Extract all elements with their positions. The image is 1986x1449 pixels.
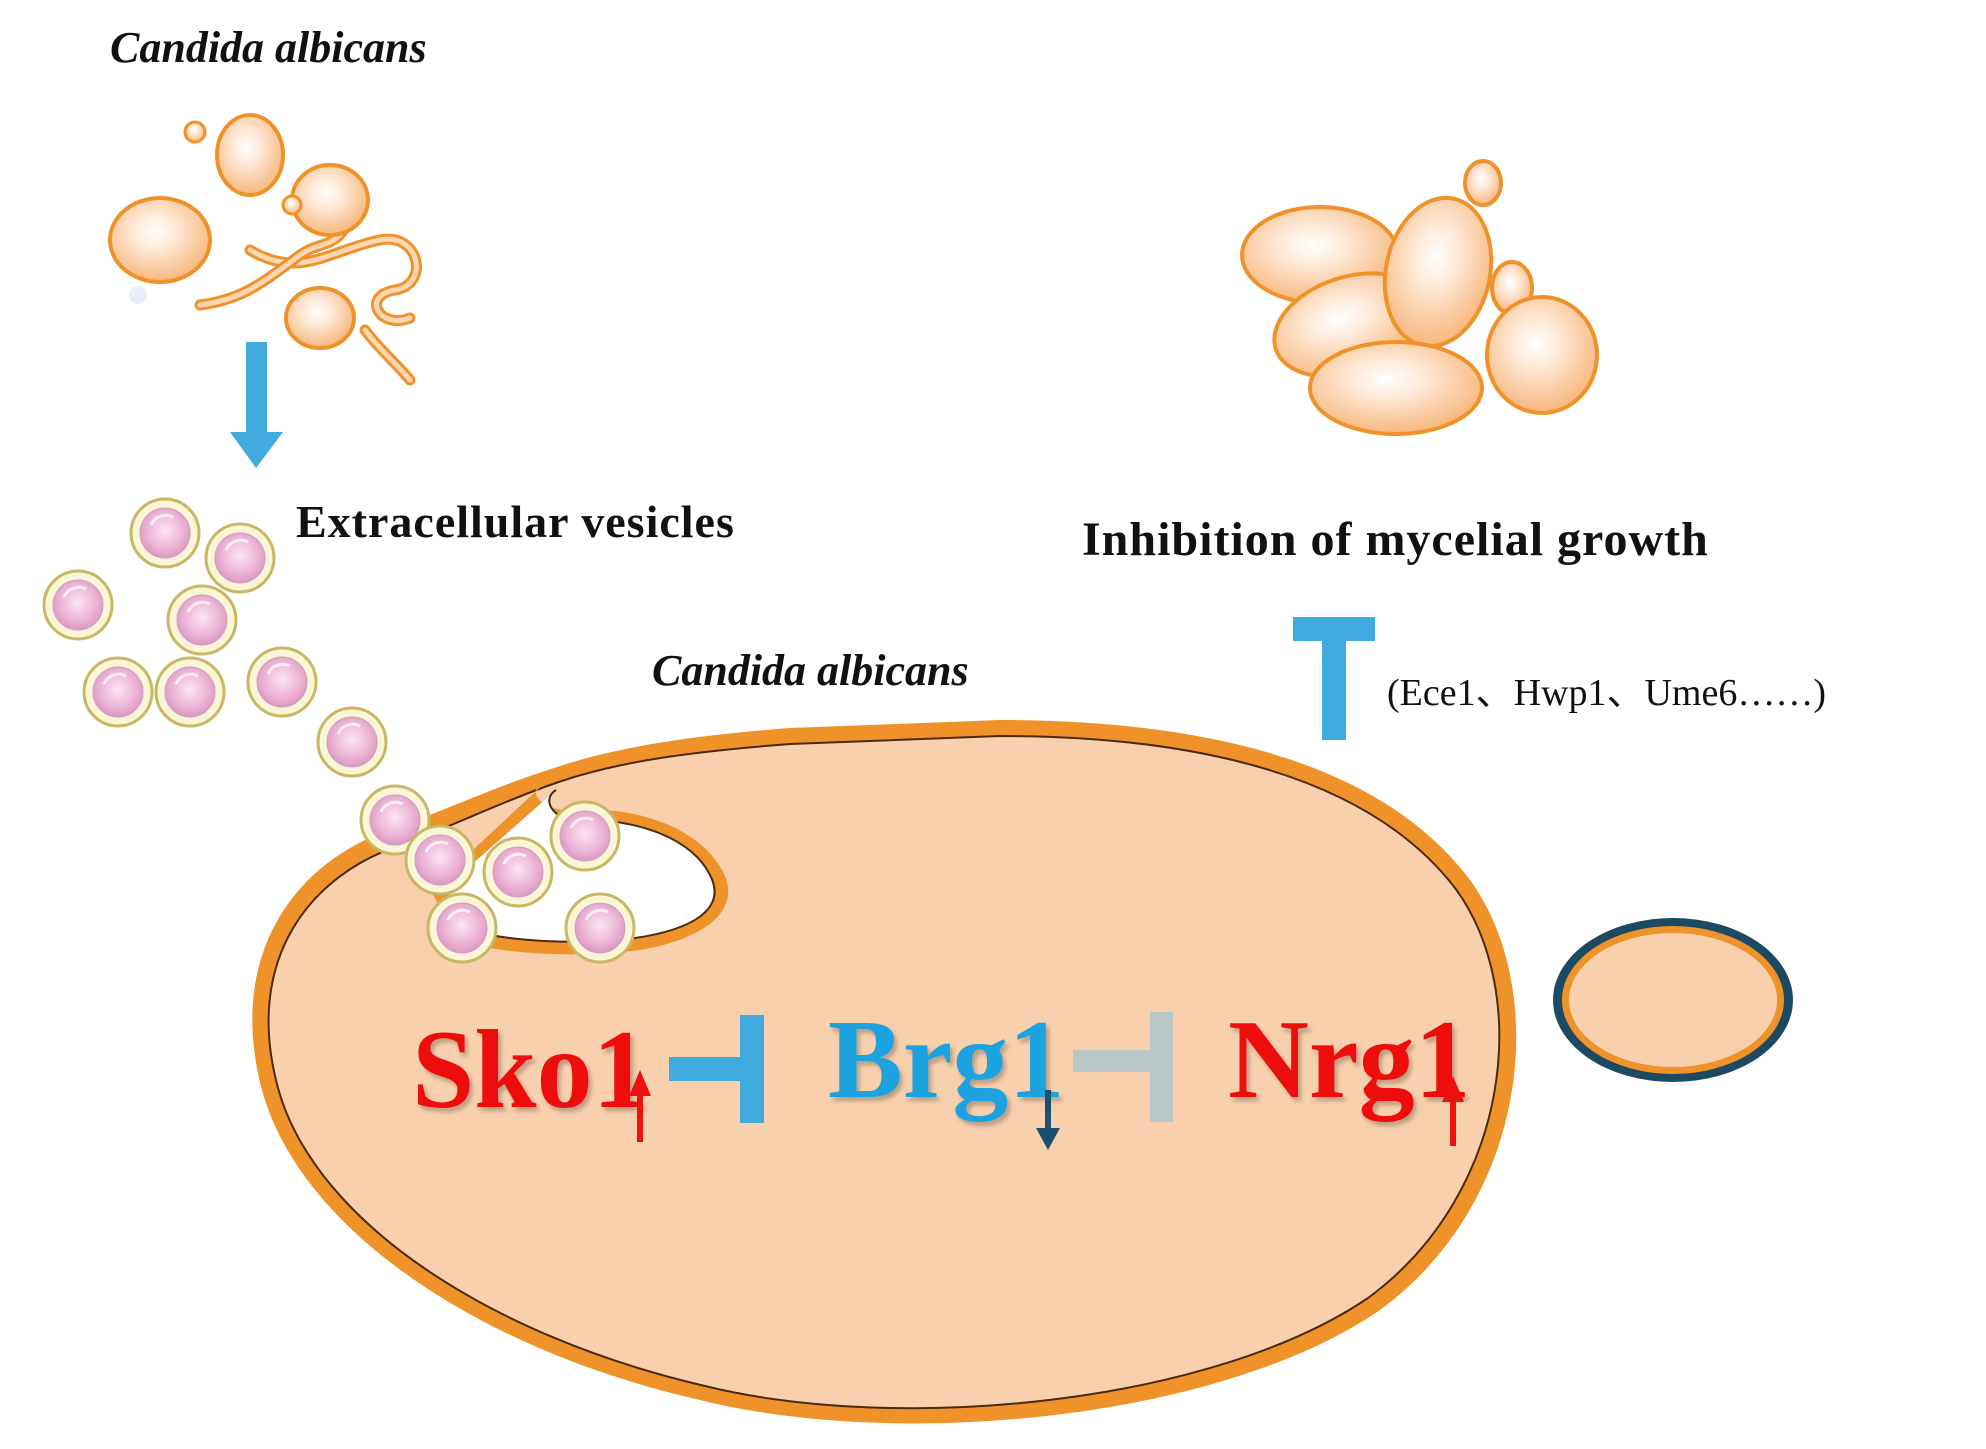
vesicle-icon [564,892,636,964]
vesicle-icon [316,706,388,778]
inhibit-growth-symbol [1293,617,1375,740]
gene-cascade: Sko1 Brg1 Nrg1 [412,998,1471,1132]
nrg1-gene: Nrg1 [1228,998,1471,1122]
vesicle-icon [204,522,276,594]
vesicle-icon [404,824,476,896]
brg1-inhibits-nrg1 [1073,1012,1173,1122]
candida-cell [252,720,1793,1424]
sko1-inhibits-brg1 [669,1015,764,1123]
vesicle-icon [129,497,201,569]
vesicle-icon [166,584,238,656]
brg1-down-arrow-icon [1036,1090,1060,1150]
vesicle-icon [482,836,554,908]
sko1-gene: Sko1 [412,1008,649,1132]
top-organism-label: Candida albicans [110,23,427,72]
vesicle-icon [42,569,114,641]
vesicles-label: Extracellular vesicles [296,496,735,547]
vesicle-icon [154,656,226,728]
vesicle-icon [246,646,318,718]
hyphal-candida-icon [108,113,422,386]
nrg1-up-arrow-icon [1442,1076,1464,1146]
vesicle-icon [426,892,498,964]
cell-organism-label: Candida albicans [652,646,969,695]
yeast-cluster-icon [1240,159,1599,436]
brg1-gene: Brg1 [828,998,1064,1122]
sko1-up-arrow-icon [629,1070,651,1142]
target-genes-label: (Ece1、Hwp1、Ume6……) [1387,672,1826,714]
vesicle-icon [82,656,154,728]
vesicle-icon [549,800,621,872]
release-arrow [230,342,283,468]
inhibition-label: Inhibition of mycelial growth [1082,513,1709,566]
